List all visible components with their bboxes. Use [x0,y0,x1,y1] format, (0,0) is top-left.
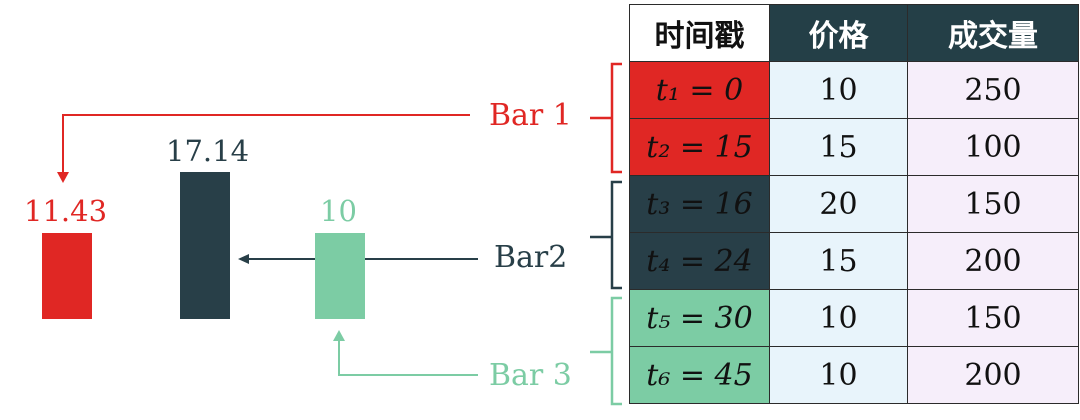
volume-cell: 200 [907,232,1079,290]
volume-cell: 200 [907,346,1079,404]
timestamp-cell: t₃ = 16 [629,175,770,233]
bar3-arrowhead [333,330,345,341]
bar1-block [42,233,92,319]
timestamp-cell: t₂ = 15 [629,118,770,176]
price-cell: 15 [769,232,908,290]
bar1-connector-arrow [62,114,470,175]
price-cell: 20 [769,175,908,233]
bar2-bracket [590,180,622,290]
timestamp-cell: t₁ = 0 [629,61,770,119]
bar3-connector-arrow [338,338,478,376]
timestamp-cell: t₅ = 30 [629,289,770,347]
header-price: 价格 [769,4,908,62]
price-cell: 10 [769,346,908,404]
bar2-label: Bar2 [494,240,568,275]
bar3-label: Bar 3 [489,358,572,393]
bar2-arrowhead [238,254,249,264]
header-volume: 成交量 [907,4,1079,62]
volume-cell: 150 [907,175,1079,233]
bar1-label: Bar 1 [489,98,572,133]
bar2-block [180,172,230,319]
price-cell: 10 [769,61,908,119]
volume-cell: 150 [907,289,1079,347]
timestamp-cell: t₄ = 24 [629,232,770,290]
bar1-value: 11.43 [24,194,108,228]
timestamp-cell: t₆ = 45 [629,346,770,404]
volume-cell: 250 [907,61,1079,119]
price-cell: 15 [769,118,908,176]
bar3-bracket [590,296,622,406]
table-header-row: 时间戳 价格 成交量 [629,4,1079,62]
bar1-arrowhead [57,172,69,183]
bar2-value: 17.14 [166,134,250,168]
price-cell: 10 [769,289,908,347]
volume-cell: 100 [907,118,1079,176]
bar1-bracket [590,62,622,174]
header-timestamp: 时间戳 [629,4,770,62]
bar3-value: 10 [320,194,357,228]
bar3-block [315,233,365,319]
